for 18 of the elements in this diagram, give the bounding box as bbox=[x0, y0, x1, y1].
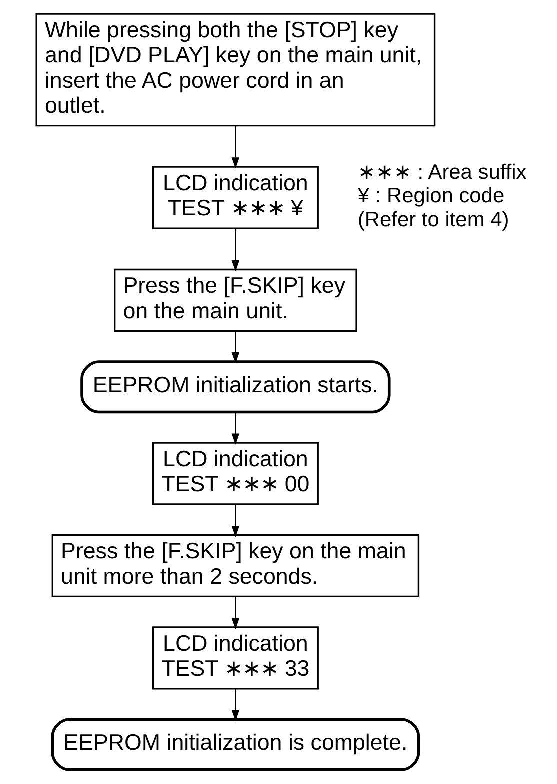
node-box: While pressing both the [STOP] key and [DVD PLAY] key on the main unit, insert the AC power cord in an outlet. bbox=[35, 13, 436, 127]
arrow bbox=[231, 228, 240, 272]
node-box: Press the [F.SKIP] key on the main unit more than 2 seconds. bbox=[51, 534, 420, 598]
node-label: ∗∗∗ : Area suffix bbox=[357, 160, 526, 184]
node-box: EEPROM initialization is complete. bbox=[50, 718, 420, 772]
arrow bbox=[231, 597, 240, 630]
arrow bbox=[231, 689, 240, 722]
arrow bbox=[231, 412, 240, 445]
node-label: ¥ : Region code bbox=[357, 184, 504, 208]
arrow bbox=[231, 126, 240, 169]
node-box: Press the [F.SKIP] key on the main unit. bbox=[114, 268, 357, 332]
arrow bbox=[231, 332, 240, 364]
node-label: (Refer to item 4) bbox=[357, 208, 509, 232]
node-box: EEPROM initialization starts. bbox=[80, 360, 390, 414]
node-box: LCD indication TEST ∗∗∗ 33 bbox=[152, 626, 318, 690]
arrow bbox=[231, 504, 240, 538]
node-box: LCD indication TEST ∗∗∗ 00 bbox=[152, 442, 318, 506]
node-box: LCD indication TEST ∗∗∗ ¥ bbox=[152, 166, 318, 230]
